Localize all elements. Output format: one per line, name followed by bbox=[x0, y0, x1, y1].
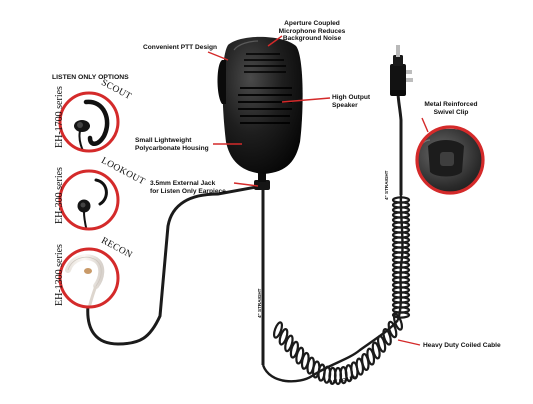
straight-label-right: 4" STRAIGHT bbox=[384, 170, 389, 201]
option-scout-inset bbox=[58, 91, 120, 153]
callout-swivel-clip-line2: Swivel Clip bbox=[433, 108, 469, 116]
callout-aperture-line2: Microphone Reduces bbox=[278, 27, 346, 35]
radio-connector bbox=[390, 45, 413, 96]
coil-loop bbox=[289, 340, 300, 359]
callout-housing-line2: Polycarbonate Housing bbox=[135, 144, 209, 152]
callout-swivel-clip-line1: Metal Reinforced bbox=[424, 101, 478, 108]
coil-loop bbox=[272, 321, 284, 339]
callout-coiled-cable: Heavy Duty Coiled Cable bbox=[423, 342, 501, 349]
callout-lines bbox=[207, 35, 429, 346]
earpiece-jack bbox=[254, 170, 270, 190]
coil-loop bbox=[284, 334, 294, 353]
earpiece-cable bbox=[86, 184, 264, 346]
callout-jack: 3.5mm External Jack for Listen Only Earp… bbox=[150, 180, 226, 195]
coil-loop bbox=[391, 311, 411, 319]
coil-loop bbox=[392, 313, 404, 331]
callout-speaker: High Output Speaker bbox=[332, 94, 370, 109]
callout-aperture: Aperture Coupled Microphone Reduces Back… bbox=[262, 20, 362, 43]
callout-aperture-line1: Aperture Coupled bbox=[284, 20, 340, 27]
callout-aperture-line3: Background Noise bbox=[282, 35, 342, 43]
callout-jack-line1: 3.5mm External Jack bbox=[150, 180, 216, 187]
coil-loop bbox=[376, 335, 387, 353]
listen-only-options-heading: LISTEN ONLY OPTIONS bbox=[52, 74, 129, 81]
callout-housing-line1: Small Lightweight bbox=[135, 137, 192, 144]
callout-speaker-line1: High Output bbox=[332, 94, 371, 101]
callout-jack-line2: for Listen Only Earpiece bbox=[150, 187, 226, 195]
callout-speaker-line2: Speaker bbox=[332, 101, 358, 109]
straight-label-left: 4" STRAIGHT bbox=[257, 288, 262, 319]
coil-loop bbox=[382, 327, 392, 346]
option-lookout-series: EH-300 series bbox=[54, 167, 65, 224]
coiled-cable bbox=[261, 194, 404, 383]
connector-cable bbox=[396, 91, 403, 195]
swivel-clip-inset bbox=[415, 125, 485, 195]
speaker-microphone-body bbox=[217, 36, 303, 174]
coil-loop bbox=[387, 320, 398, 339]
callout-ptt-design: Convenient PTT Design bbox=[143, 44, 218, 51]
option-scout-series: EH-1700 series bbox=[54, 86, 65, 148]
callout-housing: Small Lightweight Polycarbonate Housing bbox=[135, 137, 209, 152]
option-lookout-inset bbox=[58, 169, 120, 231]
callout-swivel-clip: Metal Reinforced Swivel Clip bbox=[416, 101, 486, 116]
coil-loop bbox=[278, 328, 289, 346]
coil-loops bbox=[272, 196, 411, 386]
option-recon-series: EH-1300 series bbox=[54, 244, 65, 306]
option-recon-inset bbox=[58, 247, 120, 309]
